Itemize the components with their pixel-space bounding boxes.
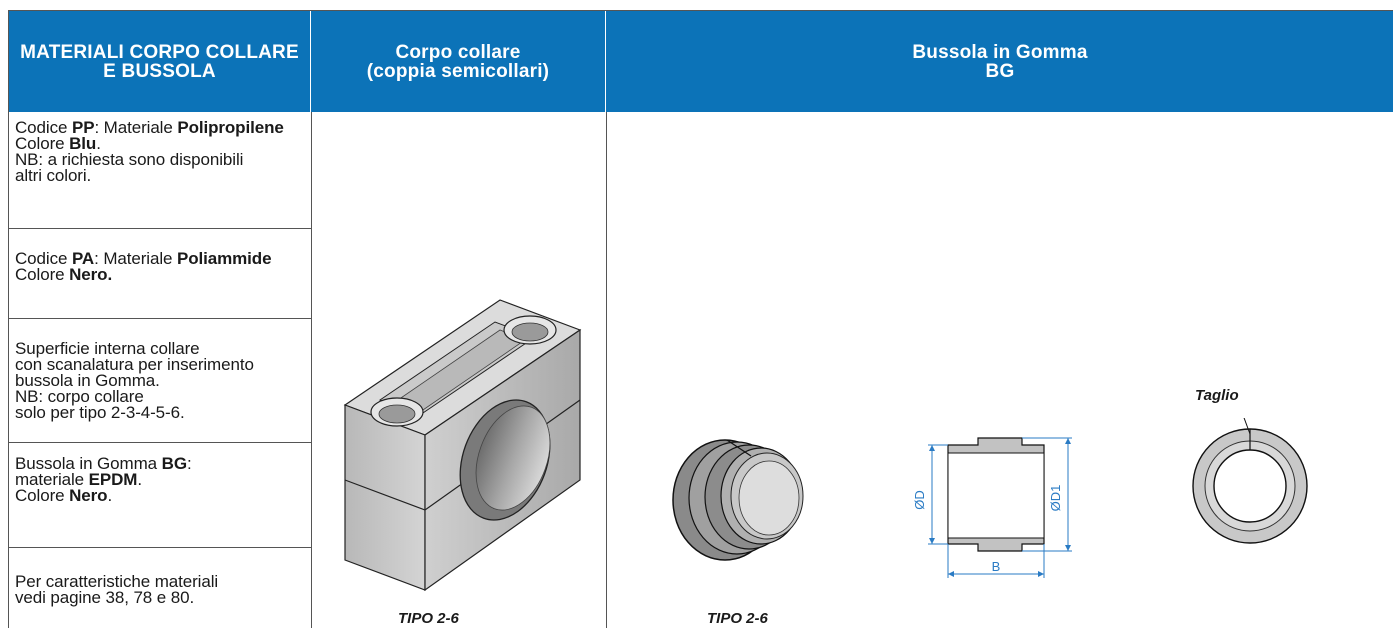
collar-type-caption: TIPO 2-6 bbox=[398, 610, 459, 627]
material-pa-cell: Codice PA: Materiale Poliammide Colore N… bbox=[9, 229, 311, 319]
color-blue: Blu bbox=[69, 134, 97, 153]
material-polyamide: Poliammide bbox=[177, 249, 272, 268]
bushing-material-cell: Bussola in Gomma BG: materiale EPDM. Col… bbox=[9, 443, 311, 548]
cut-label: Taglio bbox=[1195, 387, 1239, 404]
code-bg: BG bbox=[161, 454, 187, 473]
header-materials-line2: E BUSSOLA bbox=[103, 60, 216, 82]
material-epdm: EPDM bbox=[88, 470, 138, 489]
reference-line: vedi pagine 38, 78 e 80. bbox=[15, 588, 195, 607]
column-divider bbox=[311, 112, 312, 628]
header-collar-line1: Corpo collare bbox=[395, 41, 521, 63]
materials-table: MATERIALI CORPO COLLARE E BUSSOLA Corpo … bbox=[8, 10, 1393, 628]
rubber-bushing-illustration bbox=[672, 439, 804, 561]
color-black: Nero bbox=[69, 486, 108, 505]
header-materials-line1: MATERIALI CORPO COLLARE bbox=[20, 41, 299, 63]
surface-line: Superficie interna collare bbox=[15, 339, 200, 358]
code-pa: PA bbox=[71, 249, 95, 268]
bushing-dimension-drawing: ØD ØD1 B bbox=[912, 437, 1072, 578]
surface-line: bussola in Gomma. bbox=[15, 371, 160, 390]
color-black: Nero. bbox=[69, 265, 113, 284]
header-collar-line2: (coppia semicollari) bbox=[366, 60, 550, 82]
reference-cell: Per caratteristiche materiali vedi pagin… bbox=[9, 548, 311, 628]
reference-line: Per caratteristiche materiali bbox=[15, 572, 219, 591]
header-bushing-line2: BG bbox=[985, 60, 1015, 82]
surface-line: solo per tipo 2-3-4-5-6. bbox=[15, 403, 185, 422]
note-colors-2: altri colori. bbox=[15, 166, 92, 185]
surface-line: NB: corpo collare bbox=[15, 387, 144, 406]
header-collar-body: Corpo collare (coppia semicollari) bbox=[311, 11, 606, 112]
column-divider bbox=[606, 112, 607, 628]
material-pp-cell: Codice PP: Materiale Polipropilene Color… bbox=[9, 112, 311, 229]
dimension-d-label: ØD bbox=[912, 490, 927, 510]
surface-line: con scanalatura per inserimento bbox=[15, 355, 254, 374]
header-bushing-line1: Bussola in Gomma bbox=[912, 41, 1088, 63]
collar-body-illustration bbox=[343, 299, 582, 592]
header-rubber-bushing: Bussola in Gomma BG bbox=[606, 11, 1393, 112]
dimension-d1-label: ØD1 bbox=[1048, 485, 1063, 512]
bushing-type-caption: TIPO 2-6 bbox=[707, 610, 768, 627]
material-polypropylene: Polipropilene bbox=[177, 118, 284, 137]
note-colors: NB: a richiesta sono disponibili bbox=[15, 150, 244, 169]
cut-ring-illustration bbox=[1192, 418, 1308, 544]
inner-surface-cell: Superficie interna collare con scanalatu… bbox=[9, 319, 311, 443]
dimension-b-label: B bbox=[992, 559, 1001, 574]
code-pp: PP bbox=[71, 118, 95, 137]
header-materials: MATERIALI CORPO COLLARE E BUSSOLA bbox=[9, 11, 311, 112]
